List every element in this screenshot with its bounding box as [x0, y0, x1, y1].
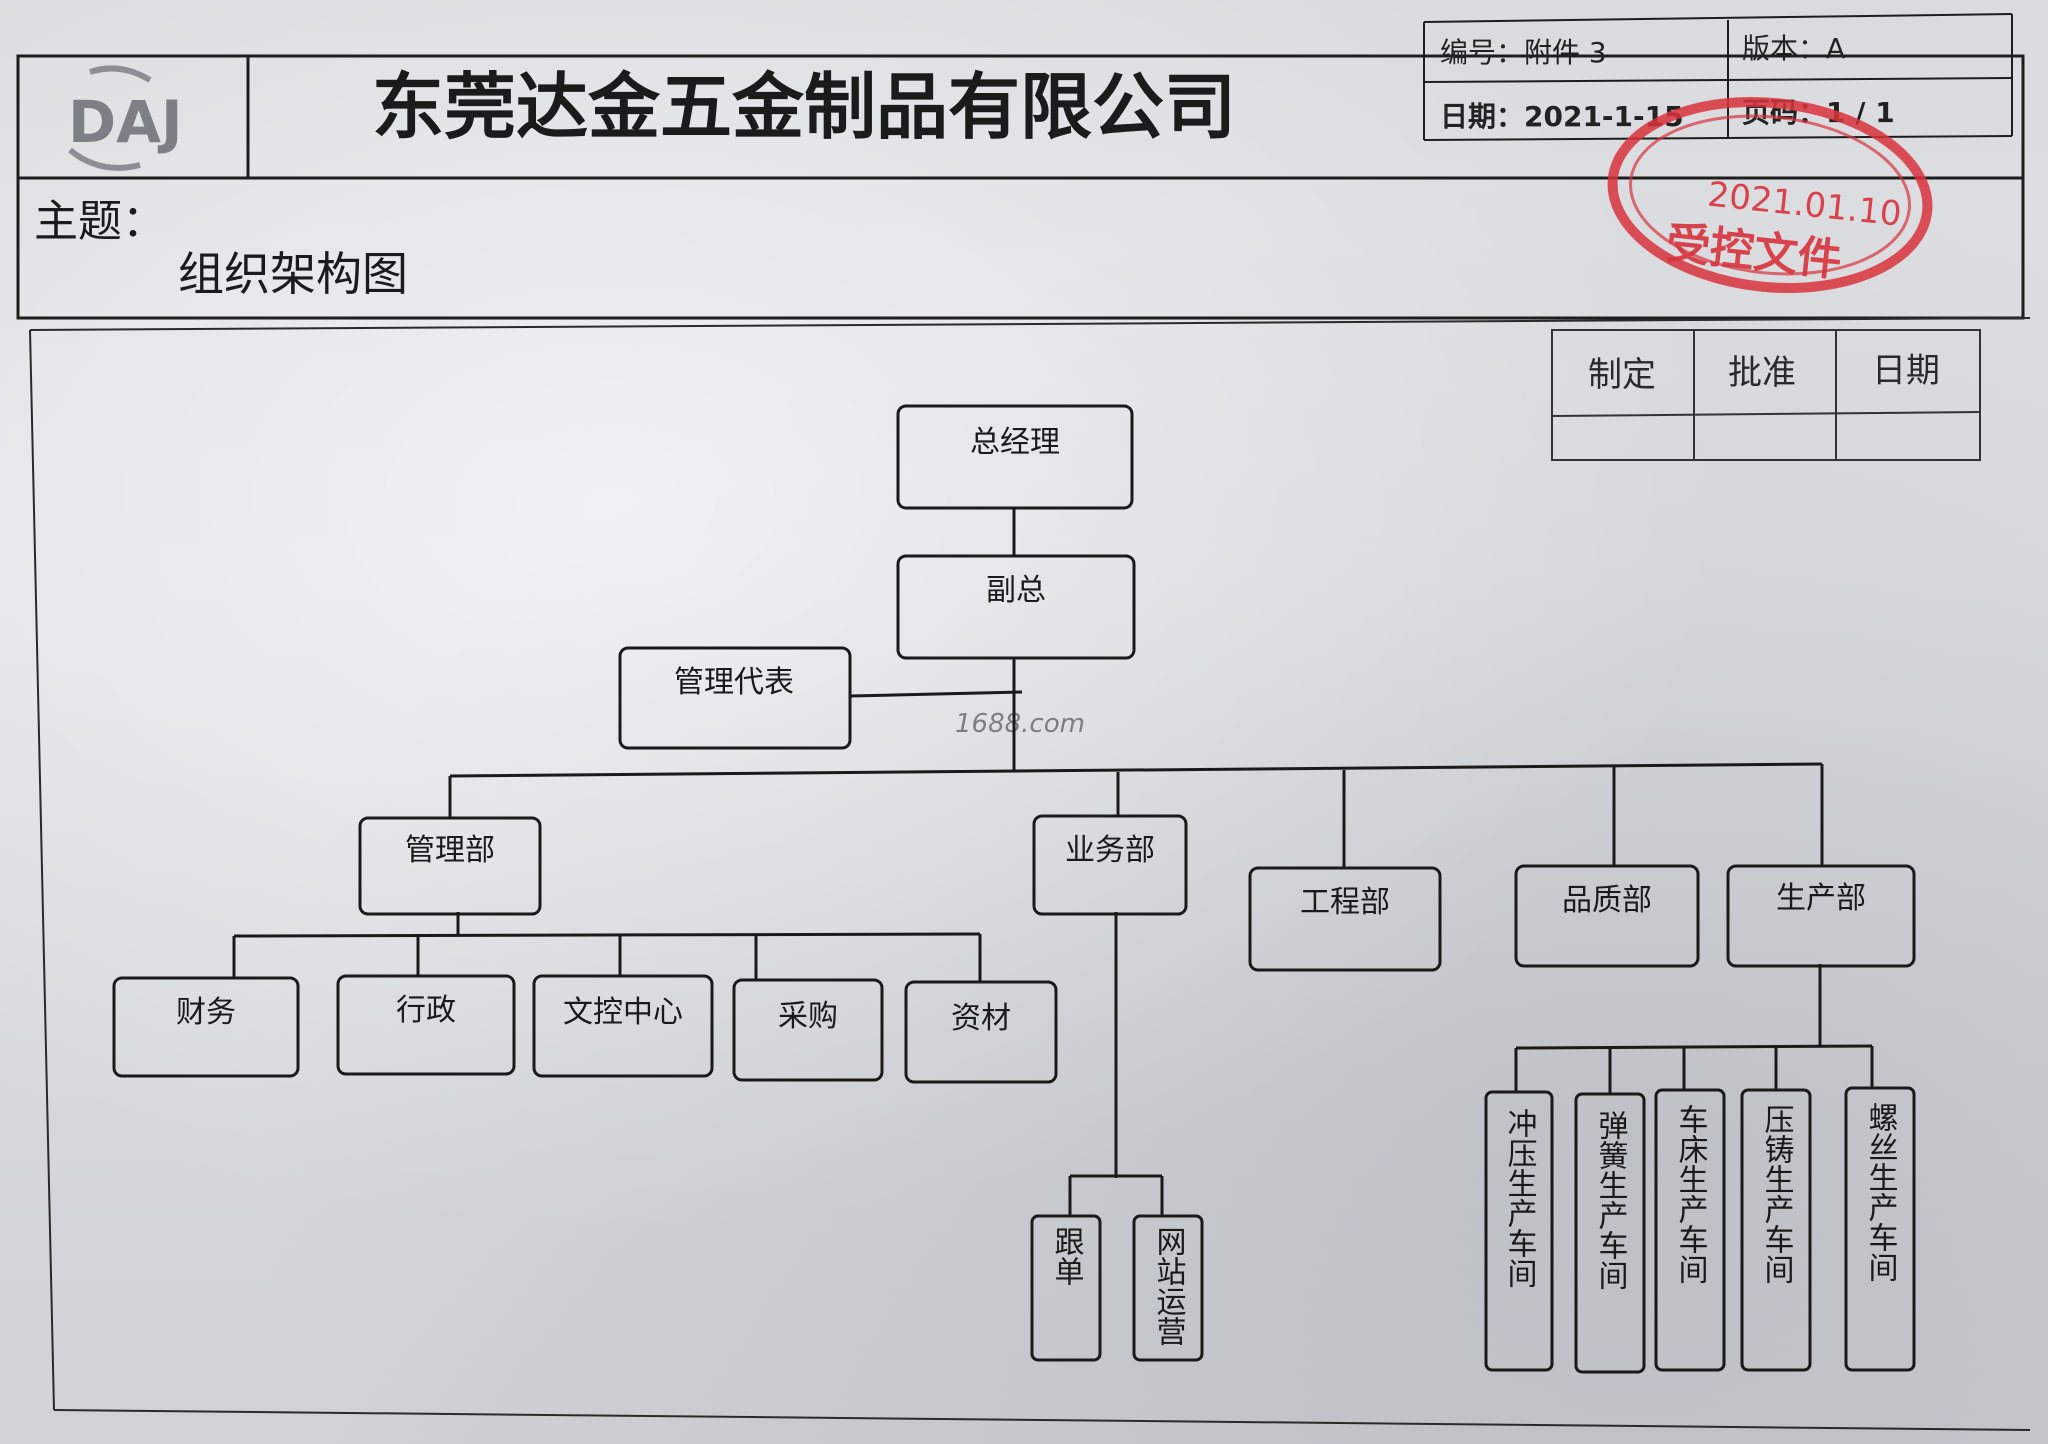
node-quality-dept: [1514, 864, 1700, 968]
body-frame: [29, 317, 2031, 1431]
node-finance-label: 财务: [176, 995, 236, 1030]
stamp-label: 受控文件: [1664, 218, 1844, 287]
node-lathe-workshop: [1654, 1088, 1726, 1372]
org-connectors: [232, 508, 1874, 1216]
subject-label: 主题：: [34, 196, 166, 247]
node-stamping-workshop: [1484, 1090, 1554, 1372]
node-spring-workshop-label: 弹簧生产车间: [1593, 1110, 1628, 1290]
doc-version: 版本：A: [1742, 32, 1845, 65]
node-administration-label: 行政: [396, 993, 456, 1028]
node-ceo-label: 总经理: [970, 425, 1060, 460]
node-doc-control: [532, 974, 714, 1078]
node-diecast-workshop-label: 压铸生产车间: [1759, 1104, 1795, 1284]
company-name: 东莞达金五金制品有限公司: [372, 65, 1236, 149]
doc-number: 编号：附件 3: [1440, 36, 1607, 69]
watermark: 1688.com: [955, 709, 1085, 739]
approval-col-made: 制定: [1588, 355, 1656, 395]
node-website-ops-label: 网站运营: [1151, 1226, 1186, 1346]
node-management-rep-label: 管理代表: [674, 665, 794, 700]
node-materials: [904, 980, 1058, 1084]
node-purchasing: [732, 978, 884, 1082]
approval-col-date: 日期: [1872, 351, 1940, 391]
node-admin-dept: [358, 816, 542, 916]
node-stamping-workshop-label: 冲压生产车间: [1502, 1108, 1538, 1288]
node-engineering-dept-label: 工程部: [1300, 885, 1390, 920]
node-doc-control-label: 文控中心: [563, 995, 683, 1030]
node-screw-workshop-label: 螺丝生产车间: [1863, 1102, 1898, 1282]
node-production-dept-label: 生产部: [1776, 881, 1866, 916]
node-materials-label: 资材: [951, 1001, 1011, 1036]
approval-table: [1551, 329, 1981, 461]
node-lathe-workshop-label: 车床生产车间: [1673, 1104, 1709, 1284]
node-spring-workshop: [1574, 1092, 1646, 1374]
logo-text: DAJ: [68, 88, 183, 156]
node-ceo: [896, 404, 1134, 510]
node-sales-dept: [1032, 814, 1188, 916]
node-vp: [896, 554, 1136, 660]
node-order-followup: [1030, 1214, 1102, 1362]
node-website-ops: [1132, 1214, 1204, 1362]
node-finance: [112, 976, 300, 1078]
node-engineering-dept: [1248, 866, 1442, 972]
node-order-followup-label: 跟单: [1049, 1226, 1084, 1286]
approval-col-approved: 批准: [1728, 353, 1796, 393]
node-screw-workshop: [1844, 1086, 1916, 1372]
node-management-rep: [618, 646, 852, 750]
subject-title: 组织架构图: [178, 247, 408, 301]
node-sales-dept-label: 业务部: [1065, 833, 1155, 868]
node-diecast-workshop: [1740, 1088, 1812, 1372]
controlled-document-stamp: 2021.01.10 受控文件: [1607, 97, 1933, 293]
company-logo: DAJ: [68, 65, 183, 171]
node-production-dept: [1726, 864, 1916, 968]
node-quality-dept-label: 品质部: [1562, 883, 1652, 918]
node-admin-dept-label: 管理部: [405, 833, 495, 868]
node-vp-label: 副总: [986, 573, 1046, 608]
node-purchasing-label: 采购: [778, 999, 838, 1034]
node-administration: [336, 974, 516, 1076]
